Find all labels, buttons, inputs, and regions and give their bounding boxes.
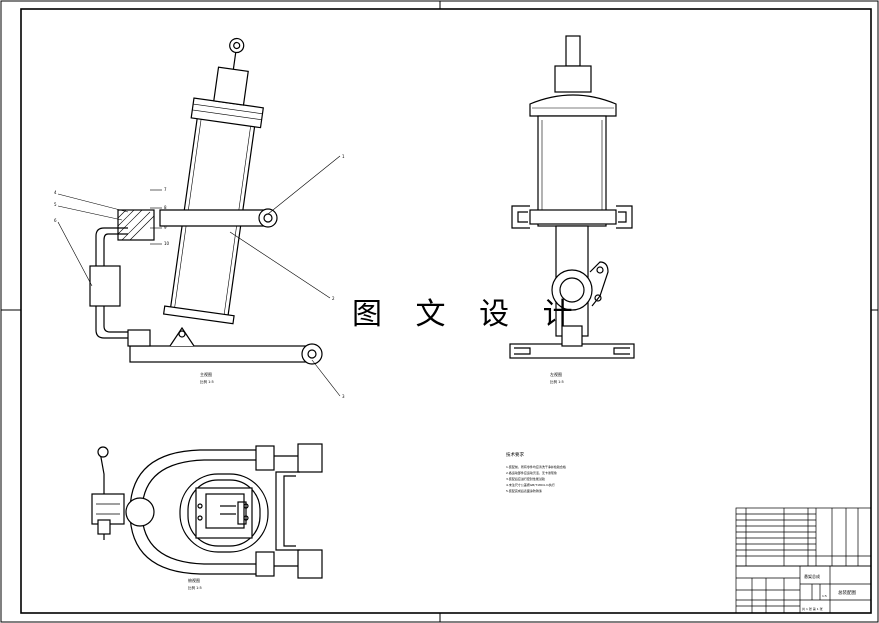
callout-10: 10 bbox=[164, 241, 170, 246]
front-view-scale: 比例 1:5 bbox=[200, 379, 214, 384]
drawing-frame bbox=[20, 8, 872, 614]
bottom-view-label: 俯视图 bbox=[188, 577, 200, 583]
shock-absorber-body bbox=[162, 37, 264, 325]
bottom-view-scale: 比例 1:5 bbox=[188, 585, 202, 590]
callout-6: 6 bbox=[54, 218, 57, 223]
callout-3: 3 bbox=[342, 394, 345, 399]
tech-requirement-5: 5.装配完成后表面涂防锈漆 bbox=[506, 488, 542, 493]
front-view-label: 主视图 bbox=[200, 371, 212, 377]
title-block bbox=[735, 565, 872, 614]
side-view bbox=[509, 35, 635, 359]
callout-9: 9 bbox=[164, 225, 167, 230]
assembly-name: 悬架总成 bbox=[804, 573, 820, 579]
callouts: 1 2 3 4 5 6 7 8 9 10 bbox=[54, 154, 345, 399]
tech-requirement-1: 1.装配前，所有零件均应清洗干净并检验合格 bbox=[506, 464, 566, 469]
callout-4: 4 bbox=[54, 190, 57, 195]
callout-2: 2 bbox=[332, 296, 335, 301]
tech-requirement-2: 2.各运动部件应运动灵活，无卡滞现象 bbox=[506, 470, 557, 475]
callout-5: 5 bbox=[54, 202, 57, 207]
tech-requirements-title: 技术要求 bbox=[506, 451, 524, 458]
callout-1: 1 bbox=[342, 154, 345, 159]
watermark-text: 图 文 设 计 bbox=[352, 297, 585, 332]
front-view bbox=[57, 37, 341, 397]
drawing-scale: 1:5 bbox=[822, 594, 827, 598]
side-view-label: 左视图 bbox=[550, 371, 562, 377]
tech-requirements: 技术要求 1.装配前，所有零件均应清洗干净并检验合格 2.各运动部件应运动灵活，… bbox=[506, 451, 566, 493]
sheet-count: 共 1 张 第 1 张 bbox=[802, 606, 823, 611]
drawing-title: 总装配图 bbox=[838, 589, 856, 596]
callout-7: 7 bbox=[164, 187, 167, 192]
tech-requirement-4: 4.未注尺寸公差按GB/T1804-m执行 bbox=[506, 482, 555, 487]
side-view-scale: 比例 1:5 bbox=[550, 379, 564, 384]
callout-8: 8 bbox=[164, 205, 167, 210]
bottom-view bbox=[91, 443, 323, 579]
tech-requirement-3: 3.装配后应进行密封性能试验 bbox=[506, 476, 545, 481]
parts-list bbox=[735, 507, 872, 567]
